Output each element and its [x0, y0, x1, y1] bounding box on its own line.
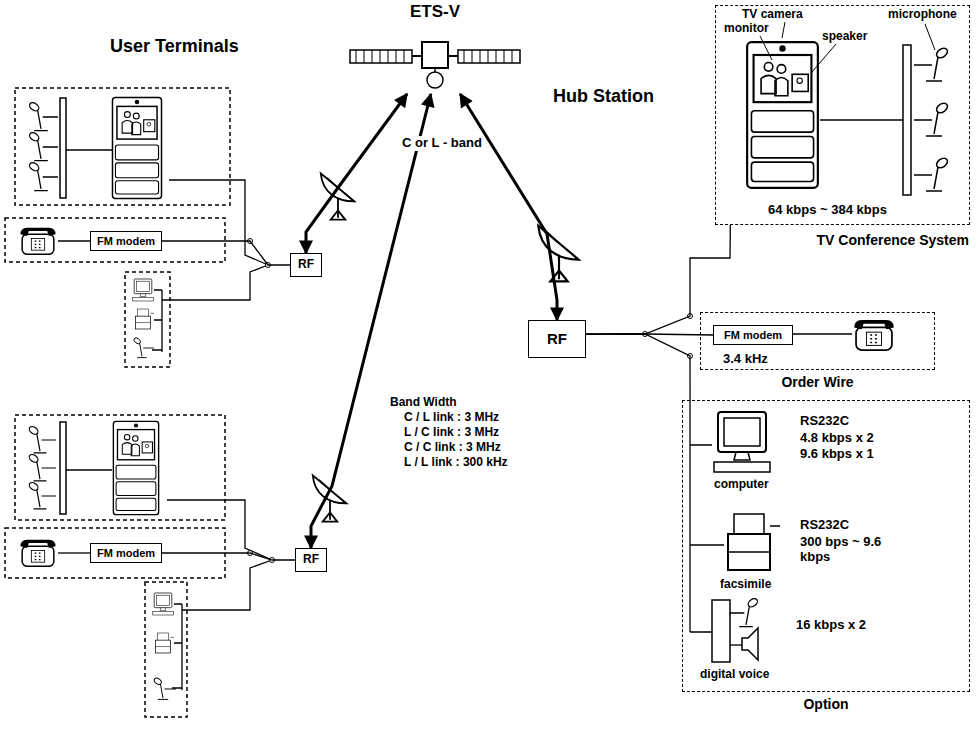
text-label: Band Width	[390, 396, 457, 410]
text-label: User Terminals	[110, 36, 239, 57]
text-label: Hub Station	[553, 86, 654, 107]
signal-line	[162, 553, 295, 560]
node-heading: Order Wire	[781, 374, 853, 390]
node-text: 3.4 kHz	[723, 352, 768, 367]
radio-link-arrow	[306, 94, 407, 253]
text-label: speaker	[822, 30, 867, 44]
text-label: microphone	[888, 8, 957, 22]
node-text: Option	[803, 696, 848, 712]
node-text: FM modem	[724, 329, 782, 342]
node-text: FM modem	[97, 235, 155, 248]
fm-modem-box: FM modem	[90, 543, 162, 563]
text-label: C / C link : 3 MHz	[404, 441, 501, 455]
text-label: RS232C	[800, 414, 849, 429]
fm-modem-box: FM modem	[90, 231, 162, 251]
text-label: L / C link : 3 MHz	[404, 426, 499, 440]
text-label: digital voice	[700, 668, 769, 682]
node-text: 64 kbps ~ 384 kbps	[768, 203, 887, 218]
text-label: computer	[714, 478, 769, 492]
node-text: RF	[303, 553, 319, 567]
text-label: C or L - band	[400, 136, 484, 151]
signal-line	[586, 225, 730, 334]
text-label: C / L link : 3 MHz	[404, 411, 499, 425]
text-label: 4.8 kbps x 2	[800, 431, 874, 446]
text-label: monitor	[724, 22, 769, 36]
text-label: 300 bps ~ 9.6 kbps	[800, 535, 890, 565]
text-label: TV camera	[742, 8, 803, 22]
node-text: ETS-V	[410, 2, 460, 22]
signal-line	[162, 241, 290, 265]
text-label: RS232C	[800, 518, 849, 533]
text-label: L / L link : 300 kHz	[404, 456, 508, 470]
node-text: RF	[298, 258, 314, 272]
node-heading: TV Conference System	[817, 232, 970, 248]
rf-box: RF	[295, 548, 327, 572]
radio-link-arrow	[311, 94, 431, 548]
satellite: ETS-V	[400, 2, 470, 94]
fm-modem-box: FM modem	[713, 325, 793, 345]
rf-box: RF	[528, 320, 586, 358]
rf-box: RF	[290, 253, 322, 277]
text-label: facsimile	[720, 578, 771, 592]
signal-line	[586, 334, 690, 400]
text-label: 9.6 kbps x 1	[800, 447, 874, 462]
text-label: 16 kbps x 2	[796, 618, 866, 633]
radio-link-arrow	[460, 94, 557, 320]
node-text: FM modem	[97, 547, 155, 560]
node-text: RF	[547, 330, 567, 347]
order-wire-group: 3.4 kHzOrder WireFM modem	[700, 312, 935, 370]
